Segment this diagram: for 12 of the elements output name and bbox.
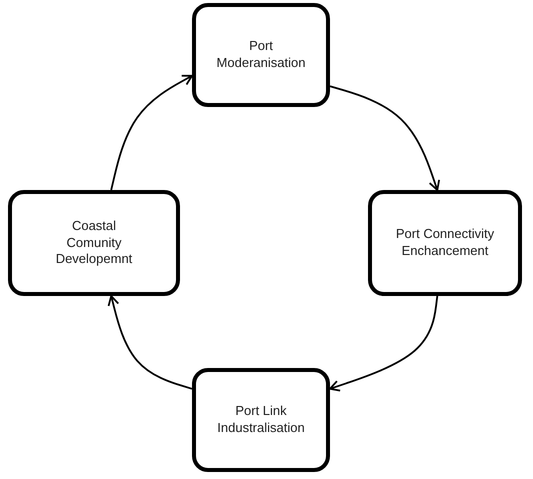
arrow (110, 74, 193, 190)
arrow (329, 296, 438, 392)
arrow (108, 295, 192, 390)
box-label: Port Connectivity Enchancement (394, 226, 496, 260)
process-box (192, 368, 330, 472)
box-label: Port Moderanisation (216, 38, 306, 72)
process-box (192, 3, 330, 107)
arrow (330, 85, 440, 191)
process-box (8, 190, 180, 296)
box-label: Port Link Industralisation (216, 403, 306, 437)
process-box (368, 190, 522, 296)
box-label: Coastal Comunity Developemnt (54, 218, 134, 268)
